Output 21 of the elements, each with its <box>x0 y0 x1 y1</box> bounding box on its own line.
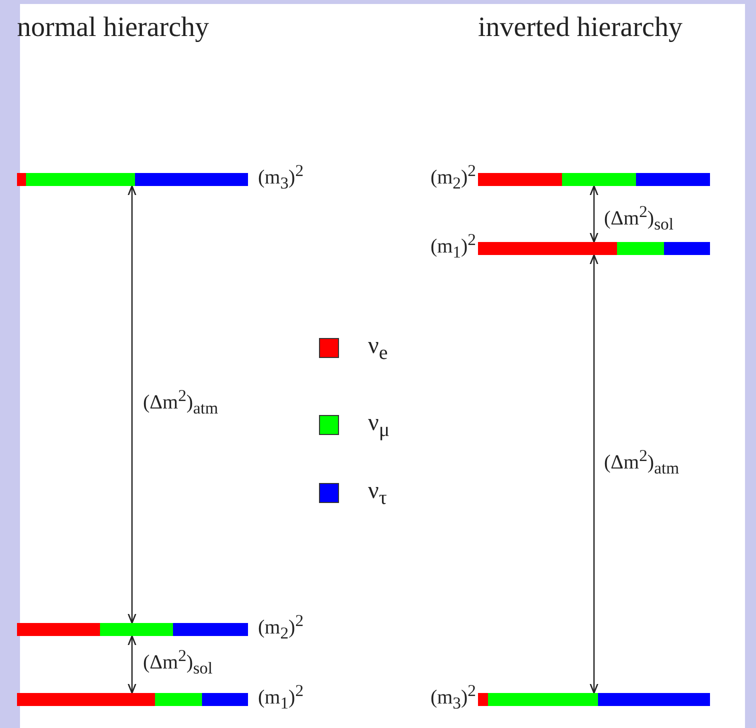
legend-label: ν$_{e}$ <box>368 334 388 365</box>
double-arrow <box>128 635 136 694</box>
mass-level-bar <box>17 693 248 706</box>
mass-label: (m$_{1}$)$^{2}$ <box>430 229 476 264</box>
mass-label: (m$_{3}$)$^{2}$ <box>430 680 476 715</box>
mass-label: (m$_{1}$)$^{2}$ <box>258 680 304 715</box>
mass-label: (m$_{3}$)$^{2}$ <box>258 160 304 195</box>
mass-level-bar <box>478 693 710 706</box>
mass-level-bar <box>17 623 248 636</box>
heading: inverted hierarchy <box>478 12 682 44</box>
mass-label: (m$_{2}$)$^{2}$ <box>258 610 304 645</box>
double-arrow <box>590 254 598 694</box>
mass-level-bar <box>478 242 710 255</box>
mass-level-bar <box>478 173 710 186</box>
mass-label: (m$_{2}$)$^{2}$ <box>430 160 476 195</box>
heading: normal hierarchy <box>17 12 210 44</box>
double-arrow <box>128 185 136 624</box>
mass-level-bar <box>17 173 248 186</box>
legend-label: ν$_{τ}$ <box>368 479 387 510</box>
legend-label: ν$_{μ}$ <box>368 411 390 442</box>
double-arrow <box>590 185 598 243</box>
